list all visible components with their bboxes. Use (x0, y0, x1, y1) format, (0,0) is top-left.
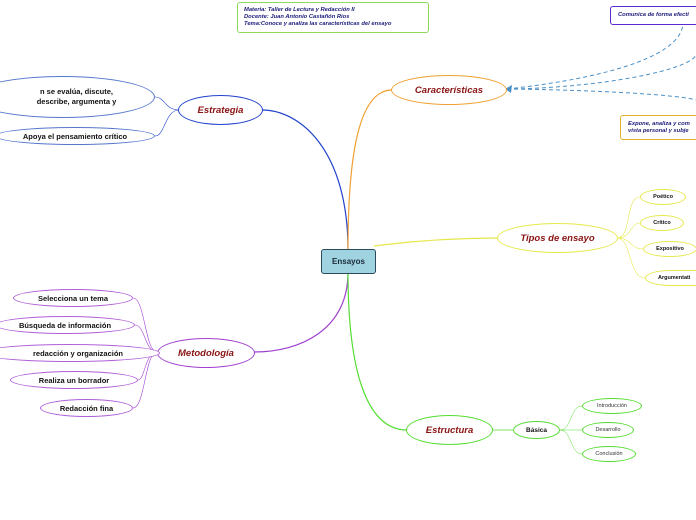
info-line-teacher: Docente: Juan Antonio Castañón Rios (244, 14, 350, 20)
link-center-tipos (373, 237, 499, 247)
info-line-topic: Tema:Conoce y analiza las característica… (244, 21, 392, 27)
estructura-conclusion[interactable]: Conclusión (582, 446, 636, 462)
branch-estrategia[interactable]: Estrategia (178, 95, 263, 125)
metodologia-borrador[interactable]: Realiza un borrador (10, 371, 138, 389)
link-basica-conclusion (559, 429, 583, 455)
tipo-poetico[interactable]: Poético (640, 189, 686, 205)
link-tipos-critico (616, 222, 641, 239)
tipo-critico[interactable]: Crítico (640, 215, 684, 231)
estructura-desarrollo[interactable]: Desarrollo (582, 422, 634, 438)
info-box: Materia: Taller de Lectura y Redacción I… (237, 2, 429, 33)
link-note-1b (506, 54, 696, 90)
link-center-estructura (347, 271, 408, 431)
link-tipos-expositivo (616, 237, 644, 250)
metodologia-redaccion-organizacion[interactable]: redacción y organización (0, 344, 160, 362)
estructura-basica[interactable]: Básica (513, 421, 560, 439)
arrowhead-icon (505, 85, 512, 93)
branch-metodologia[interactable]: Metodología (157, 338, 255, 368)
branch-caracteristicas[interactable]: Características (391, 75, 507, 105)
estrategia-item-evalua[interactable]: n se evalúa, discute, describe, argument… (0, 76, 155, 118)
link-basica-introduccion (559, 405, 583, 431)
metodologia-selecciona-tema[interactable]: Selecciona un tema (13, 289, 133, 307)
info-line-subject: Materia: Taller de Lectura y Redacción I… (244, 7, 355, 13)
link-estrategia-item-2 (154, 109, 180, 137)
link-tipos-poetico (616, 196, 641, 239)
link-note-1 (506, 23, 684, 90)
tipo-expositivo[interactable]: Expositivo (643, 241, 696, 257)
branch-tipos-de-ensayo[interactable]: Tipos de ensayo (497, 223, 618, 253)
note-expone[interactable]: Expone, analiza y com vista personal y s… (620, 115, 696, 140)
branch-estructura[interactable]: Estructura (406, 415, 493, 445)
link-estrategia-item-1 (154, 96, 180, 111)
metodologia-redaccion-fina[interactable]: Redacción fina (40, 399, 133, 417)
link-center-metodologia (253, 271, 349, 353)
estrategia-item-apoya[interactable]: Apoya el pensamiento crítico (0, 127, 155, 145)
metodologia-busqueda[interactable]: Búsqueda de información (0, 316, 135, 334)
estructura-introduccion[interactable]: Introducción (582, 398, 642, 414)
note-comunica[interactable]: Comunica de forma efecti (610, 6, 696, 25)
link-tipos-argumentativo (616, 237, 646, 279)
link-note-2 (506, 88, 696, 101)
tipo-argumentativo[interactable]: Argumentati (645, 270, 696, 286)
center-node-ensayos[interactable]: Ensayos (321, 249, 376, 274)
link-center-caracteristicas (347, 89, 393, 251)
link-center-estrategia (261, 109, 349, 251)
